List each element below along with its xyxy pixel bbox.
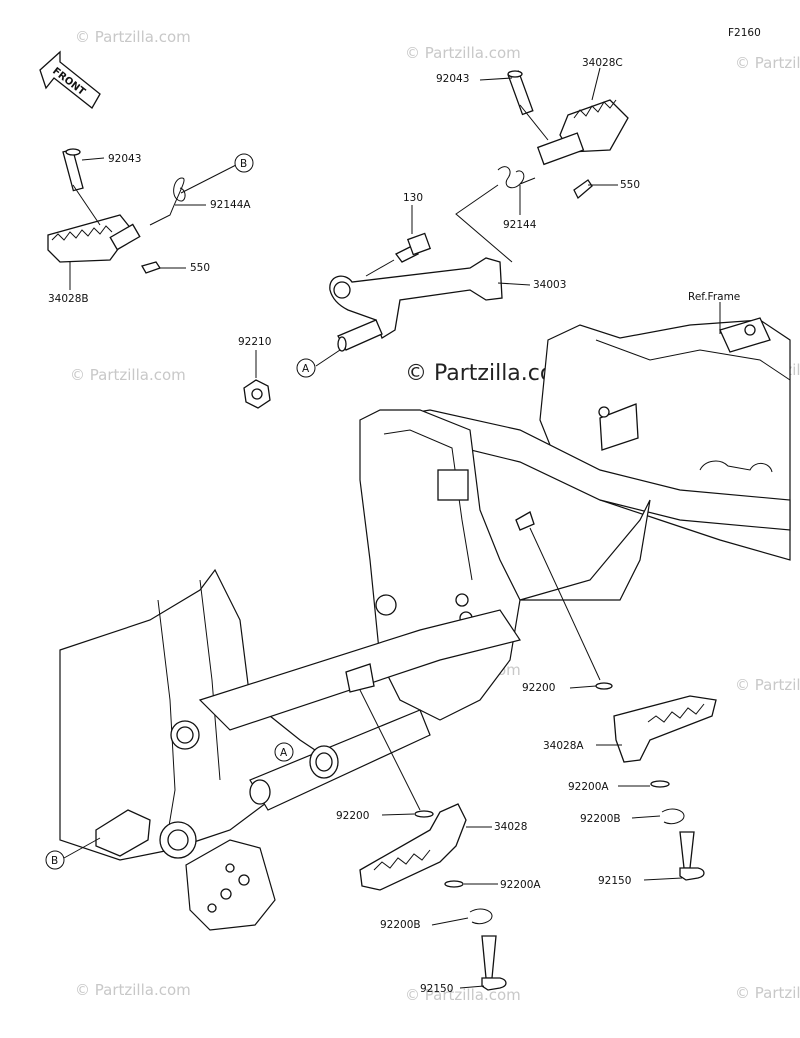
footrest-34028A-assembly [529,527,717,881]
part-label-92200-center[interactable]: 92200 [336,810,369,822]
watermark: © Partzilla.com [70,366,186,384]
watermark: © Partzilla.com [735,676,800,694]
footpeg-34028C-assembly [455,67,629,263]
watermark: © Partzilla.com [75,28,191,46]
watermark: © Partzilla.com [75,981,191,999]
callout-a-bottom[interactable]: A [274,742,294,762]
ref-frame-label: Ref.Frame [688,291,740,303]
watermark: © Partzilla.com [405,44,521,62]
bracket-34003-assembly [243,205,531,409]
callout-a-label: A [302,363,310,375]
part-label-34028C[interactable]: 34028C [582,57,623,69]
watermark: © Partzilla.com [735,984,800,1002]
part-label-92210[interactable]: 92210 [238,336,271,348]
part-label-92200A-center[interactable]: 92200A [500,879,541,891]
part-label-550-left[interactable]: 550 [190,262,210,274]
part-label-92043-left[interactable]: 92043 [108,153,141,165]
part-label-34003[interactable]: 34003 [533,279,566,291]
part-label-34028A[interactable]: 34028A [543,740,584,752]
footrest-34028-assembly [359,689,507,991]
part-label-130[interactable]: 130 [403,192,423,204]
callout-b-bottom[interactable]: B [45,850,65,870]
part-label-34028[interactable]: 34028 [494,821,527,833]
front-arrow-icon: FRONT [39,50,101,109]
watermark: © Partzilla.com [735,54,800,72]
callout-b-label: B [51,855,58,867]
callout-b-top[interactable]: B [234,153,254,173]
callout-a-top[interactable]: A [296,358,316,378]
callout-a-label: A [280,747,288,759]
part-label-34028B[interactable]: 34028B [48,293,89,305]
part-label-92150-right[interactable]: 92150 [598,875,631,887]
part-label-92144[interactable]: 92144 [503,219,537,231]
part-label-92200A-right[interactable]: 92200A [568,781,609,793]
part-label-92200-right[interactable]: 92200 [522,682,555,694]
part-label-92043-right[interactable]: 92043 [436,73,469,85]
part-label-92144A[interactable]: 92144A [210,199,251,211]
watermark: © Partzilla.com [405,986,521,1004]
part-label-92150-center[interactable]: 92150 [420,983,453,995]
footpeg-34028B-assembly [47,148,237,290]
callout-b-label: B [240,158,247,170]
part-label-92200B-center[interactable]: 92200B [380,919,421,931]
frame-structure [59,302,791,931]
part-label-92200B-right[interactable]: 92200B [580,813,621,825]
diagram-code: F2160 [728,27,761,39]
part-label-550-right[interactable]: 550 [620,179,640,191]
